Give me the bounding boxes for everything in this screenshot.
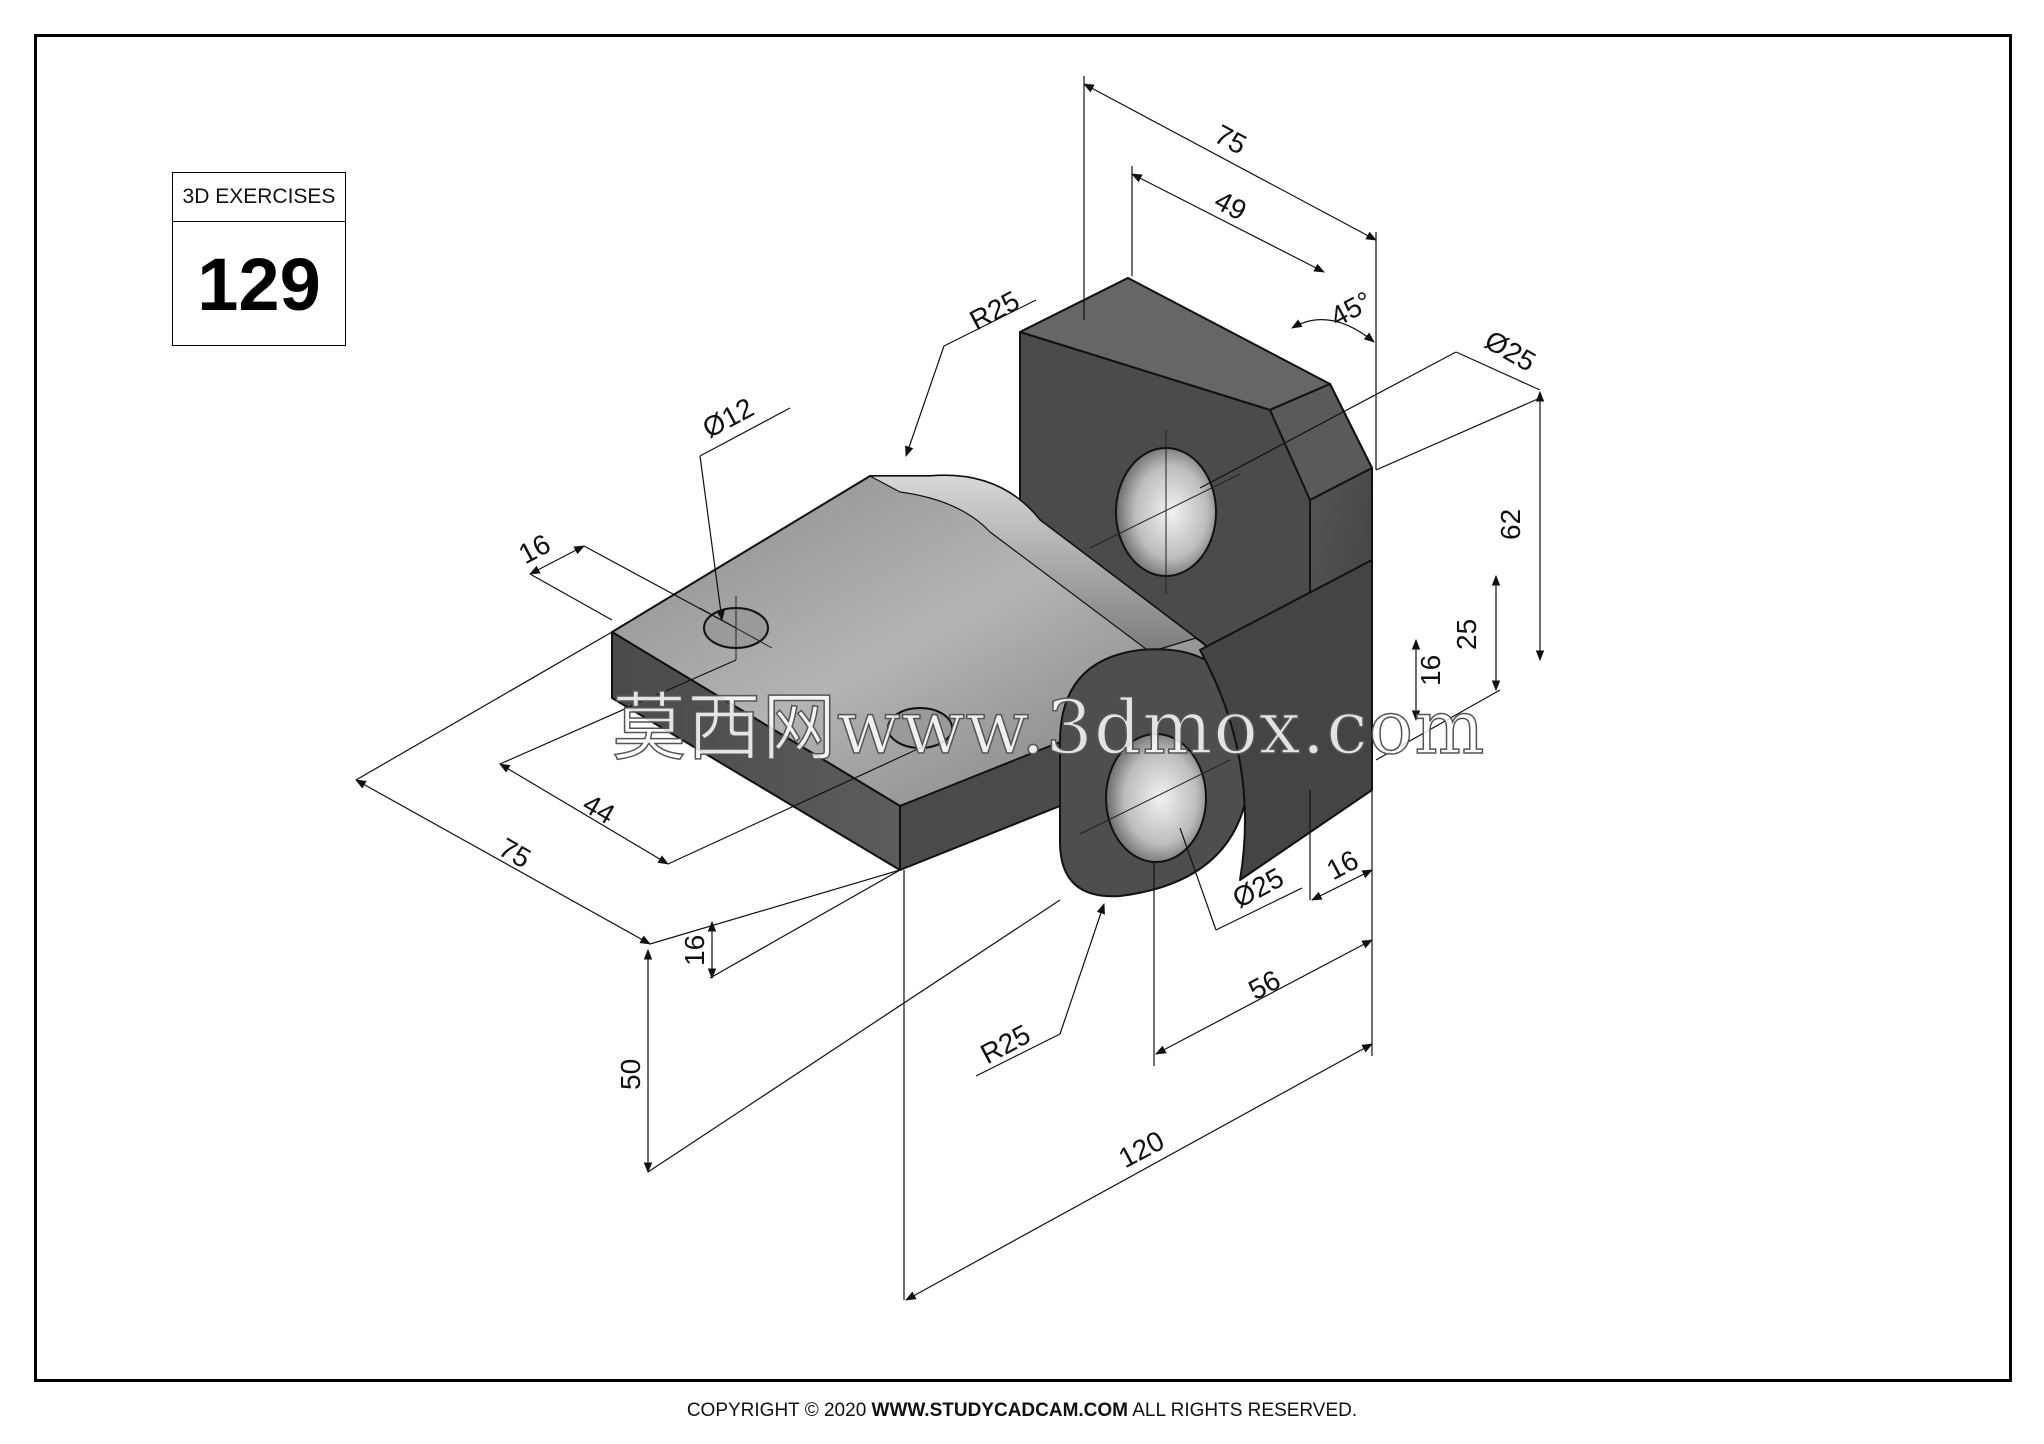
- knuckle-right-face: [1199, 559, 1373, 881]
- dim-44: 44: [578, 788, 620, 830]
- copyright-footer: COPYRIGHT © 2020 WWW.STUDYCADCAM.COM ALL…: [0, 1400, 2044, 1422]
- dim-120: 120: [1113, 1125, 1169, 1174]
- dim-75-left: 75: [494, 832, 536, 874]
- exercise-badge: 3D EXERCISES 129: [172, 172, 346, 346]
- dim-dia25-top: Ø25: [1480, 324, 1541, 377]
- dim-25: 25: [1451, 619, 1482, 650]
- dim-16-front: 16: [679, 935, 710, 966]
- dim-45-deg: 45°: [1325, 285, 1377, 332]
- dim-dia25-bottom: Ø25: [1227, 862, 1288, 914]
- dim-50: 50: [615, 1059, 646, 1090]
- dim-r25-top: R25: [964, 285, 1024, 336]
- badge-label: 3D EXERCISES: [173, 173, 345, 222]
- copyright-suffix: ALL RIGHTS RESERVED.: [1128, 1400, 1358, 1421]
- base-fillet: [869, 474, 1197, 653]
- copyright-site: WWW.STUDYCADCAM.COM: [871, 1400, 1129, 1421]
- drawing-frame: [34, 34, 2012, 1382]
- dim-49: 49: [1210, 185, 1252, 227]
- copyright-prefix: COPYRIGHT © 2020: [686, 1400, 872, 1421]
- dim-56: 56: [1243, 964, 1285, 1006]
- exercise-number: 129: [197, 242, 321, 326]
- watermark-text: 莫西网www.3dmox.com: [611, 684, 1486, 772]
- part-body: [611, 277, 1373, 898]
- dim-r25-bottom: R25: [975, 1018, 1035, 1069]
- dim-16-right: 16: [1415, 655, 1446, 686]
- dim-62: 62: [1495, 509, 1526, 540]
- dim-dia12: Ø12: [697, 392, 758, 444]
- dim-16-bottom: 16: [1321, 844, 1363, 886]
